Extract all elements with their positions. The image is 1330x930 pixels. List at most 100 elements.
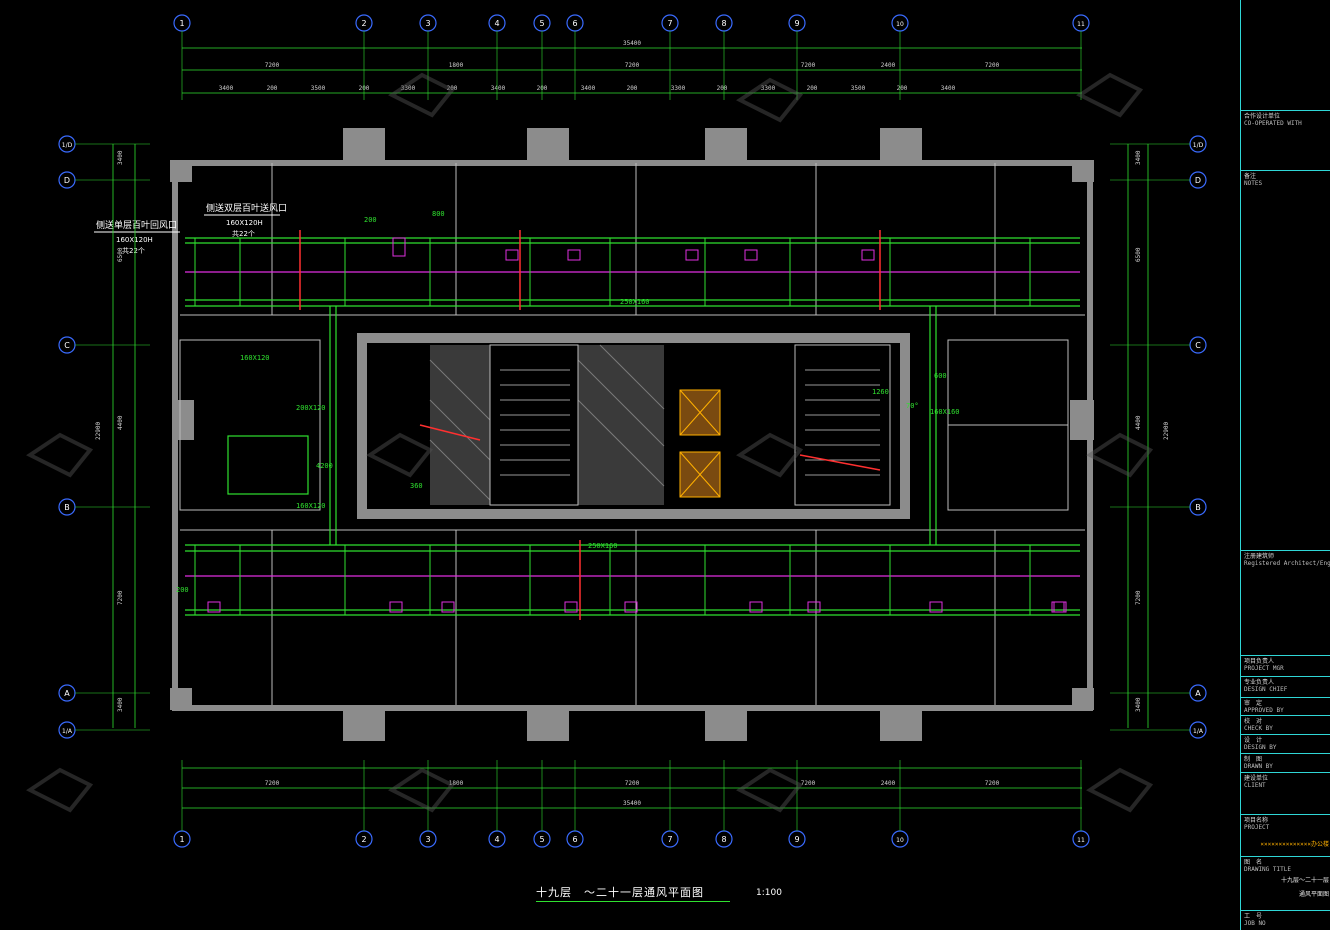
drawing-title: 十九层 ～二十一层通风平面图 — [536, 884, 730, 902]
svg-text:3400: 3400 — [1135, 697, 1142, 712]
grid-bubble-top-2-label: 3 — [425, 19, 430, 28]
grid-bubble-right-3-label: C — [1195, 341, 1201, 350]
grid-bubble-right-0-label: 1/A — [1193, 728, 1204, 735]
svg-text:3500: 3500 — [311, 85, 326, 92]
svg-text:3300: 3300 — [671, 85, 686, 92]
grid-bubble-top-3-label: 4 — [494, 19, 499, 28]
grid-bubble-bottom-0-label: 1 — [179, 835, 184, 844]
svg-text:7200: 7200 — [625, 780, 640, 787]
svg-text:3400: 3400 — [117, 150, 124, 165]
svg-text:3400: 3400 — [581, 85, 596, 92]
svg-text:35400: 35400 — [623, 40, 641, 47]
svg-text:7200: 7200 — [265, 62, 280, 69]
svg-text:3500: 3500 — [851, 85, 866, 92]
svg-text:侧送双层百叶送风口: 侧送双层百叶送风口 — [206, 202, 287, 214]
core-block — [357, 333, 910, 519]
grid-bubble-right-1-label: A — [1195, 689, 1201, 698]
grid-bubble-top-9-label: 10 — [896, 21, 904, 28]
svg-text:7200: 7200 — [801, 780, 816, 787]
grid-bubble-top-7-label: 8 — [721, 19, 726, 28]
svg-text:160X120: 160X120 — [296, 502, 326, 510]
grid-bubble-left-4-label: D — [64, 176, 70, 185]
tb-approved: 审 定 APPROVED BY — [1241, 697, 1330, 715]
svg-text:3400: 3400 — [941, 85, 956, 92]
svg-text:250X160: 250X160 — [620, 298, 650, 306]
grid-bubble-top-8-label: 9 — [794, 19, 799, 28]
svg-text:200: 200 — [897, 85, 908, 92]
svg-text:2400: 2400 — [881, 780, 896, 787]
exhaust-ducts — [185, 271, 1080, 577]
svg-text:1800: 1800 — [449, 62, 464, 69]
svg-text:200: 200 — [717, 85, 728, 92]
svg-text:7200: 7200 — [801, 62, 816, 69]
svg-text:2400: 2400 — [881, 62, 896, 69]
grid-bubble-bottom-3-label: 4 — [494, 835, 499, 844]
svg-text:35400: 35400 — [623, 800, 641, 807]
svg-text:22900: 22900 — [95, 422, 102, 440]
svg-text:7200: 7200 — [117, 590, 124, 605]
grid-bubble-bottom-5-label: 6 — [572, 835, 577, 844]
svg-text:7200: 7200 — [625, 62, 640, 69]
tb-job-no: 工 号 JOB NO — [1241, 910, 1330, 930]
room-partitions — [179, 163, 1085, 705]
svg-text:4200: 4200 — [316, 462, 333, 470]
svg-text:7200: 7200 — [1135, 590, 1142, 605]
svg-text:3400: 3400 — [219, 85, 234, 92]
tb-pm: 项目负责人 PROJECT MGR — [1241, 655, 1330, 676]
tb-client: 建设单位 CLIENT — [1241, 772, 1330, 814]
svg-text:侧送单层百叶回风口: 侧送单层百叶回风口 — [96, 219, 177, 231]
grid-bubble-top-6-label: 7 — [667, 19, 672, 28]
svg-text:160X160: 160X160 — [930, 408, 960, 416]
svg-text:4400: 4400 — [1135, 415, 1142, 430]
tb-cooperated: 合作设计单位 CO-OPERATED WITH — [1241, 110, 1330, 170]
svg-text:6500: 6500 — [117, 247, 124, 262]
grid-bubble-left-2-label: B — [64, 503, 70, 512]
svg-text:200: 200 — [176, 586, 189, 594]
dimension-lines — [112, 47, 1149, 809]
svg-text:3400: 3400 — [1135, 150, 1142, 165]
grid-bubble-top-4-label: 5 — [539, 19, 544, 28]
grid-bubble-bottom-2-label: 3 — [425, 835, 430, 844]
svg-text:3400: 3400 — [117, 697, 124, 712]
grid-bubble-bottom-9-label: 10 — [896, 837, 904, 844]
svg-text:200: 200 — [807, 85, 818, 92]
grid-bubble-left-5-label: 1/D — [62, 142, 73, 149]
tb-drawing-title: 图 名 DRAWING TITLE 十九层～二十一层 通风平面图 — [1241, 856, 1330, 910]
air-terminals — [207, 237, 1067, 613]
svg-text:200: 200 — [627, 85, 638, 92]
structure-columns — [170, 128, 1094, 741]
svg-text:70°: 70° — [906, 402, 919, 410]
svg-text:7200: 7200 — [985, 780, 1000, 787]
svg-text:200: 200 — [364, 216, 377, 224]
svg-text:160X120: 160X120 — [240, 354, 270, 362]
supply-ducts — [185, 237, 1080, 616]
svg-text:250X160: 250X160 — [588, 542, 618, 550]
fire-dampers — [299, 230, 881, 620]
grid-bubble-bottom-7-label: 8 — [721, 835, 726, 844]
grid-bubble-bottom-4-label: 5 — [539, 835, 544, 844]
svg-text:共22个: 共22个 — [232, 229, 255, 238]
svg-text:6500: 6500 — [1135, 247, 1142, 262]
grid-bubble-bottom-6-label: 7 — [667, 835, 672, 844]
tb-design-chief: 专业负责人 DESIGN CHIEF — [1241, 676, 1330, 697]
tb-notes: 备注 NOTES — [1241, 170, 1330, 550]
grid-bubble-bottom-1-label: 2 — [361, 835, 366, 844]
grid-bubble-left-3-label: C — [64, 341, 70, 350]
svg-text:7200: 7200 — [985, 62, 1000, 69]
grid-bubble-top-0-label: 1 — [179, 19, 184, 28]
grid-bubble-left-1-label: A — [64, 689, 70, 698]
tb-drawn: 制 图 DRAWN BY — [1241, 753, 1330, 772]
svg-text:7200: 7200 — [265, 780, 280, 787]
watermark — [26, 72, 1154, 813]
svg-text:4400: 4400 — [117, 415, 124, 430]
grid-bubble-top-10-label: 11 — [1077, 21, 1085, 28]
grid-bubble-right-2-label: B — [1195, 503, 1201, 512]
svg-text:22900: 22900 — [1163, 422, 1170, 440]
drawing-scale: 1:100 — [756, 888, 782, 898]
svg-text:3300: 3300 — [401, 85, 416, 92]
svg-text:1260: 1260 — [872, 388, 889, 396]
hvac-floor-plan: 160X120 250X160 200 800 200X120 160X160 … — [26, 14, 1207, 848]
svg-text:600: 600 — [934, 372, 947, 380]
svg-text:200X120: 200X120 — [296, 404, 326, 412]
